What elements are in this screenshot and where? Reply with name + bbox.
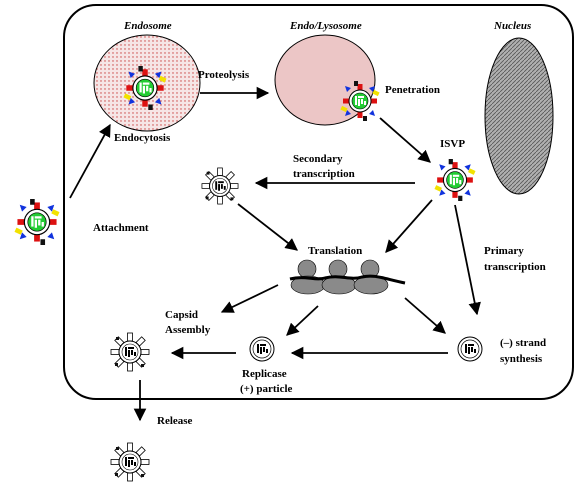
replicase-particle [249,336,275,362]
penetrating-virion [339,80,381,122]
replicase-particle-label-line2: (+) particle [240,383,293,395]
mrna-strand [289,274,406,285]
proteolysis-label: Proteolysis [198,69,250,81]
isvp-label: ISVP [440,138,465,150]
ribosome-small-subunit [297,259,317,279]
arrow-isvp-to-translation [385,199,433,253]
capsid-assembly-label-line1: Capsid [165,309,198,321]
secondary-transcription-label-line2: transcription [293,168,355,180]
isvp-particle [433,158,477,202]
primary-transcription-label-line1: Primary [484,245,524,257]
capsid-assembly-label-line2: Assembly [165,324,211,336]
released-virion [110,442,150,482]
endocytosis-label: Endocytosis [114,132,171,144]
arrow-attachment-to-endocytosis [69,123,111,199]
primary-transcription-label-line2: transcription [484,261,546,273]
arrow-core-to-translation [237,203,298,251]
translation-label: Translation [308,245,362,257]
minus-strand-label-line2: synthesis [500,353,543,365]
ribosome-complex [289,259,406,295]
nucleus [484,37,554,195]
endo-lysosome-label: Endo/Lysosome [289,20,362,32]
attachment-label: Attachment [93,222,149,234]
arrow-primary-transcription [454,204,481,316]
extracellular-virion [13,198,61,246]
secondary-transcription-label-line1: Secondary [293,153,343,165]
arrow-translation-to-minus-strand [404,297,446,334]
penetration-label: Penetration [385,84,440,96]
transcribing-core [201,167,239,205]
endosome-label: Endosome [123,20,172,32]
minus-strand-core [457,336,483,362]
release-label: Release [157,415,193,427]
arrow-translation-to-replicase [286,305,319,336]
minus-strand-label-line1: (–) strand [500,337,546,349]
arrow-translation-to-capsid [220,284,279,313]
endosome-virion [122,65,168,111]
arrow-penetration-to-isvp [379,117,431,163]
replicase-particle-label-line1: Replicase [242,368,287,380]
ribosome-small-subunit [328,259,348,279]
assembled-virion [110,332,150,372]
nucleus-label: Nucleus [493,20,531,32]
